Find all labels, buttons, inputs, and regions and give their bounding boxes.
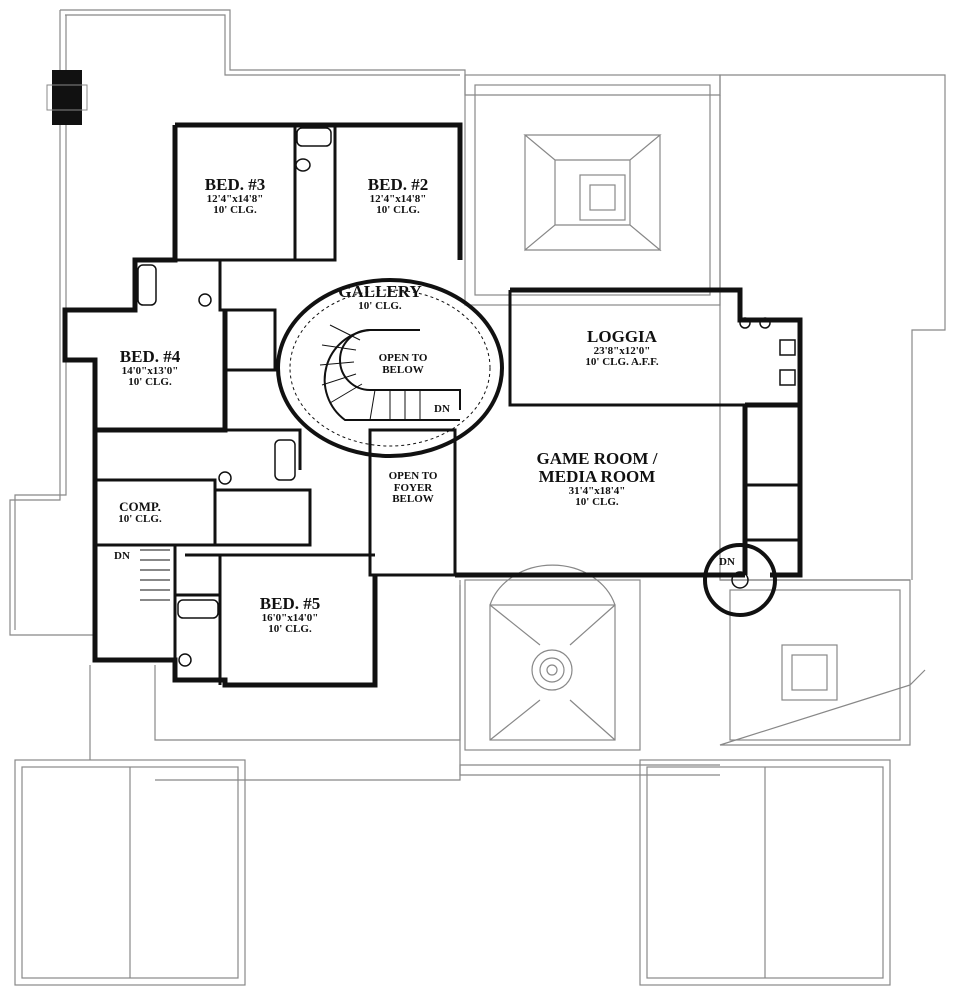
room-name: BED. #2	[367, 175, 429, 194]
room-size: 14'0"x13'0"	[121, 364, 179, 377]
label-line: OPEN TO	[388, 470, 438, 482]
open-to-below-label: OPEN TO BELOW	[378, 352, 428, 376]
room-label-gallery: GALLERY 10' CLG.	[338, 283, 421, 312]
room-ceiling: 10' CLG.	[128, 376, 172, 389]
room-size: 23'8"x12'0"	[593, 344, 651, 357]
interior-walls	[95, 125, 800, 685]
room-ceiling: 10' CLG.	[118, 512, 162, 525]
room-label-comp: COMP. 10' CLG.	[118, 500, 161, 525]
gallery-wall	[276, 278, 504, 458]
chimney	[52, 70, 82, 125]
room-ceiling: 10' CLG.	[358, 299, 402, 312]
roof-outlines	[9, 9, 946, 986]
room-name: MEDIA ROOM	[538, 466, 656, 486]
label-line: BELOW	[382, 363, 424, 376]
stair-newel	[731, 571, 749, 589]
room-name: BED. #4	[119, 347, 181, 366]
room-size: 12'4"x14'8"	[369, 192, 427, 205]
room-size: 16'0"x14'0"	[261, 611, 319, 624]
open-to-foyer-label: OPEN TO FOYER BELOW	[388, 470, 438, 506]
room-ceiling: 10' CLG.	[213, 204, 257, 217]
label-line: OPEN TO	[378, 352, 428, 364]
left-stair-dn-label: DN	[114, 550, 130, 563]
room-name: BED. #3	[204, 175, 266, 194]
room-ceiling: 10' CLG.	[268, 623, 312, 636]
room-ceiling: 10' CLG.	[376, 204, 420, 217]
stair-treads	[140, 324, 421, 601]
room-label-bed3: BED. #3 12'4"x14'8" 10' CLG.	[205, 176, 265, 217]
room-name: GALLERY	[338, 282, 422, 301]
spiral-stair	[323, 329, 460, 421]
right-stair-dn-label: DN	[719, 556, 735, 569]
room-ceiling: 10' CLG. A.F.F.	[585, 356, 659, 369]
room-name: COMP.	[119, 499, 161, 514]
room-ceiling: 10' CLG.	[575, 496, 619, 509]
label-line: DN	[434, 403, 450, 415]
stair-dn-label: DN	[434, 403, 450, 416]
label-line: DN	[719, 556, 735, 568]
room-name: GAME ROOM /	[536, 449, 658, 468]
chimney-cap	[46, 84, 88, 111]
room-label-game-room: GAME ROOM / MEDIA ROOM 31'4"x18'4" 10' C…	[537, 450, 658, 509]
label-line: FOYER	[393, 481, 433, 494]
label-line: BELOW	[392, 493, 434, 506]
label-line: DN	[114, 550, 130, 562]
room-name: BED. #5	[259, 594, 321, 613]
room-label-loggia: LOGGIA 23'8"x12'0" 10' CLG. A.F.F.	[585, 328, 658, 369]
room-label-bed2: BED. #2 12'4"x14'8" 10' CLG.	[368, 176, 428, 217]
room-size: 12'4"x14'8"	[206, 192, 264, 205]
room-label-bed4: BED. #4 14'0"x13'0" 10' CLG.	[120, 348, 180, 389]
room-size: 31'4"x18'4"	[568, 484, 626, 497]
room-label-bed5: BED. #5 16'0"x14'0" 10' CLG.	[260, 595, 320, 636]
right-spiral-stair	[703, 543, 777, 617]
fixtures	[137, 127, 796, 667]
room-name: LOGGIA	[587, 327, 657, 346]
gallery-ceiling-line	[289, 289, 491, 447]
